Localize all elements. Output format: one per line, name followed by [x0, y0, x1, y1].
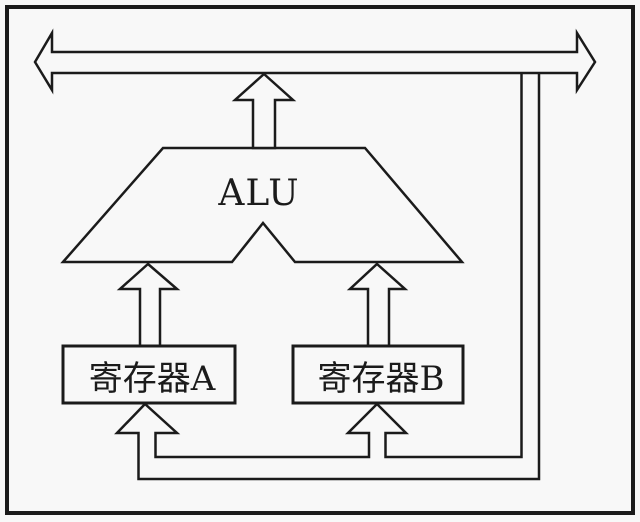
bus-to-registers-feedback-path-arrows [114, 73, 541, 481]
outer-frame [5, 5, 635, 515]
register-b-label: 寄存器B [318, 359, 445, 399]
system-bus-double-arrow [33, 28, 597, 95]
register-a-to-alu-arrow [116, 262, 181, 348]
register-b-to-alu-arrow [346, 262, 409, 348]
register-b-box [291, 344, 465, 405]
register-a-label: 寄存器A [89, 359, 216, 399]
alu-trapezoid-shape [60, 146, 465, 264]
alu-label: ALU [217, 173, 299, 214]
register-a-box [61, 344, 237, 405]
alu-to-bus-arrow [231, 72, 297, 150]
